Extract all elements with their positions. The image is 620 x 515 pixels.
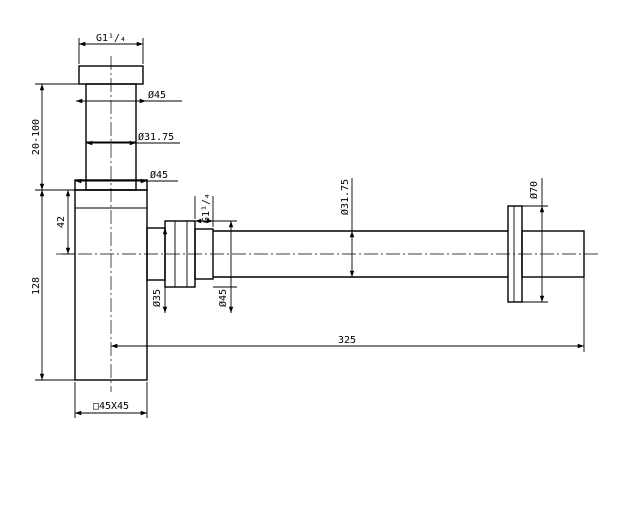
dim-body-total: 128: [31, 190, 75, 381]
nut-diameter-label: Ø45: [217, 289, 229, 307]
flange-diameter-label: Ø70: [528, 181, 540, 199]
dim-outlet-diameter: Ø35: [151, 228, 168, 313]
dim-height-range: 20-100: [31, 83, 86, 191]
top-thread-label: G1¹/₄: [96, 33, 126, 44]
height-range-label: 20-100: [31, 119, 42, 155]
dim-top-thread: G1¹/₄: [78, 33, 144, 64]
body-total-label: 128: [31, 277, 42, 295]
dim-body-top-diameter: Ø45: [75, 169, 178, 184]
side-thread-label: G1¹/₄: [201, 193, 212, 223]
dim-pipe-diameter: Ø31.75: [86, 131, 180, 146]
dim-length: 325: [111, 277, 585, 352]
length-label: 325: [338, 335, 356, 346]
horizontal-assembly: [56, 205, 600, 303]
outlet-diameter-label: Ø35: [151, 289, 163, 307]
dim-horizontal-pipe-diameter: Ø31.75: [339, 178, 355, 277]
dim-body-square: □45X45: [74, 382, 148, 418]
horizontal-pipe-diameter-label: Ø31.75: [339, 179, 351, 215]
body-top-diameter-label: Ø45: [150, 169, 168, 181]
body-upper-label: 42: [56, 216, 67, 228]
body-square-label: □45X45: [93, 401, 129, 412]
dim-nut-diameter: Ø45: [213, 221, 237, 313]
dim-body-upper: 42: [56, 190, 75, 255]
pipe-diameter-label: Ø31.75: [138, 131, 174, 143]
dim-flange-diameter: Ø70: [522, 178, 548, 303]
cap-diameter-label: Ø45: [148, 89, 166, 101]
vertical-assembly: [74, 56, 148, 392]
dim-cap-diameter: Ø45: [76, 89, 182, 104]
